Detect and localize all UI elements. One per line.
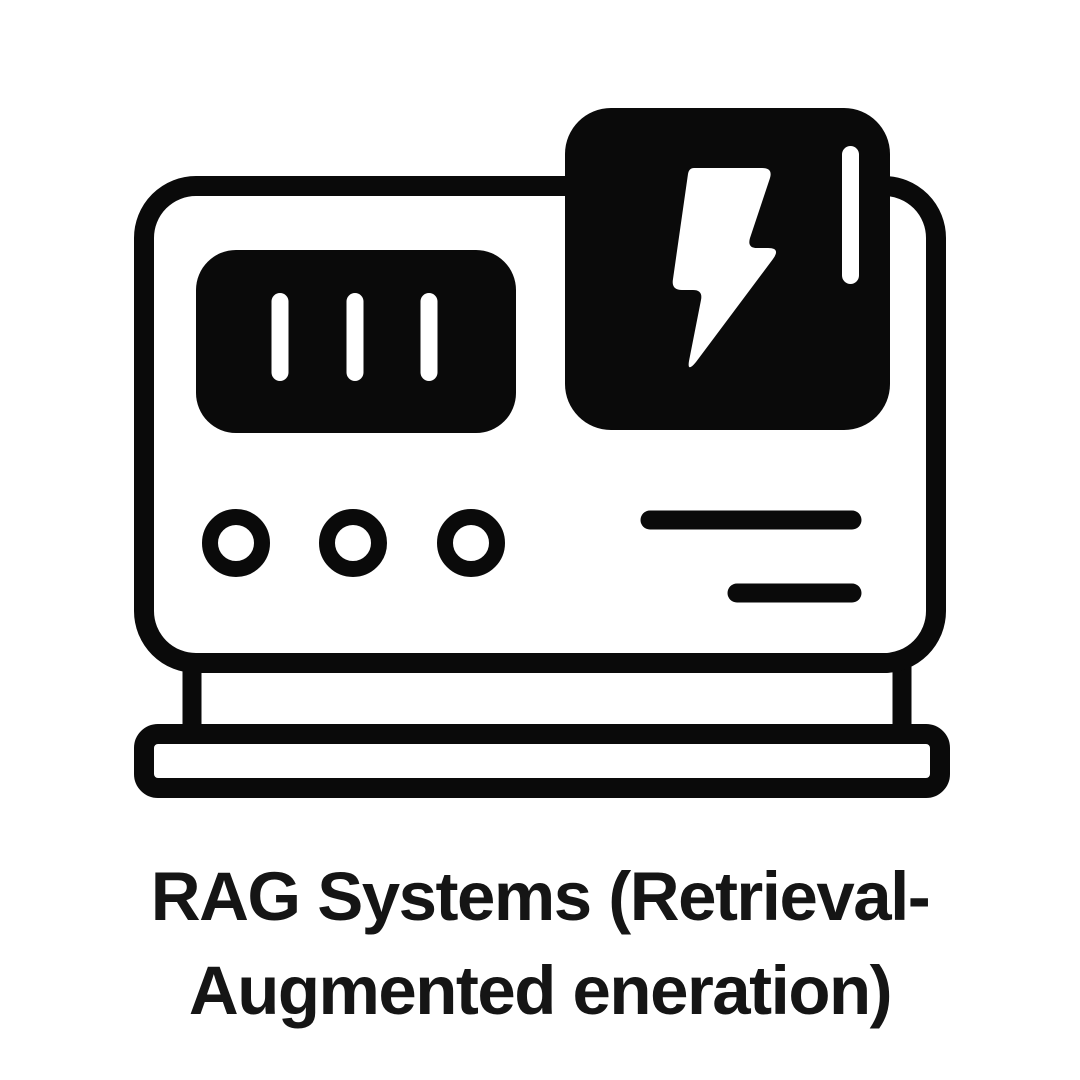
generator-icon	[134, 108, 950, 798]
vent-slot-1	[271, 293, 289, 381]
control-knob-3	[437, 509, 505, 577]
caption-line-2: Augmented eneration)	[188, 952, 893, 1029]
caption-line-1: RAG Systems (Retrieval-	[150, 858, 931, 935]
lightning-bolt-icon	[672, 168, 777, 368]
generator-icon-svg	[134, 108, 950, 798]
control-knob-1	[202, 509, 270, 577]
control-knob-2	[319, 509, 387, 577]
base-plate	[134, 724, 950, 798]
vent-slot-2	[346, 293, 364, 381]
vent-slot-3	[420, 293, 438, 381]
caption: RAG Systems (Retrieval- Augmented enerat…	[0, 850, 1080, 1038]
badge-highlight-bar	[842, 146, 859, 284]
